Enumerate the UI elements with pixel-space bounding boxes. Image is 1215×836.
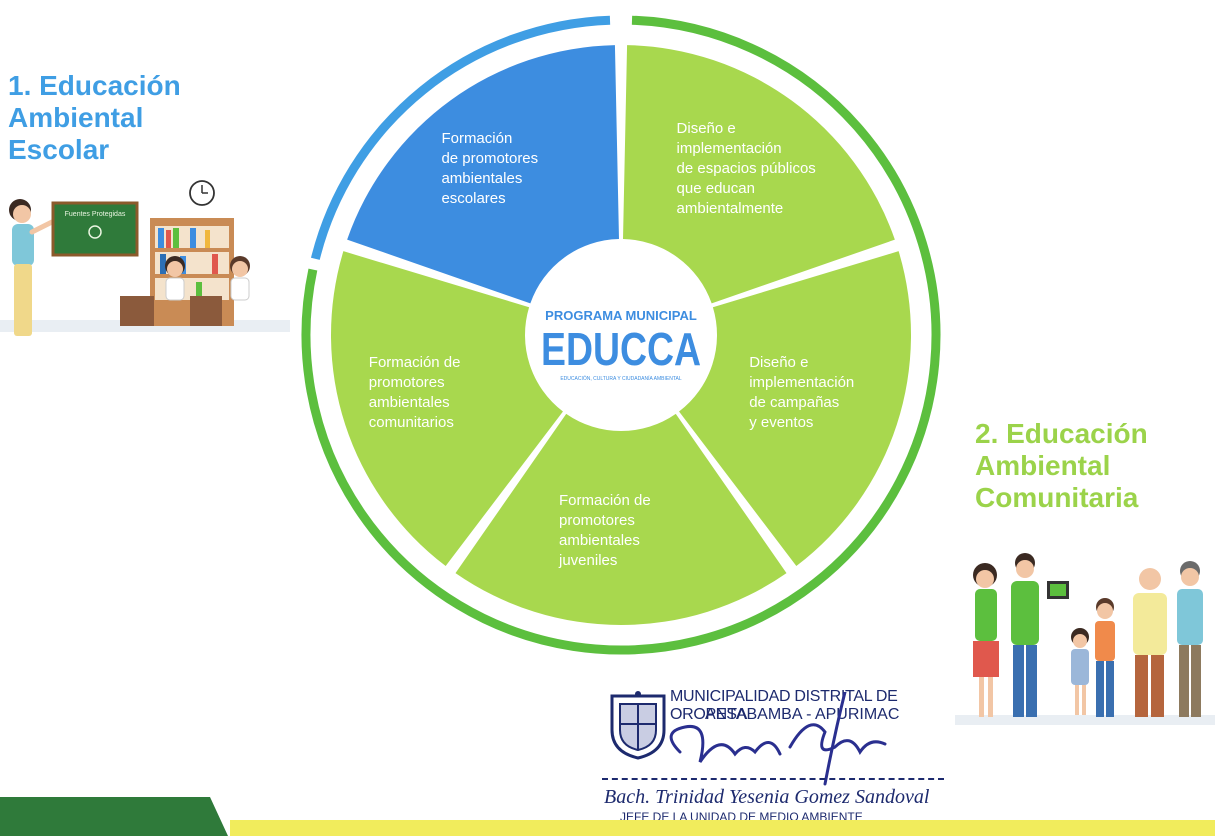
stamp-municipality: MUNICIPALIDAD DISTRITAL DE OROPESA: [670, 688, 898, 723]
heading-line: 1. Educación: [8, 70, 181, 101]
wheel-segment: [455, 413, 787, 626]
center-logo: EDUCCA: [541, 323, 701, 375]
wheel-segment-label-line: ambientales: [559, 532, 640, 549]
signatory-name: Bach. Trinidad Yesenia Gomez Sandoval: [604, 786, 930, 808]
heading-line: 2. Educación: [975, 418, 1148, 449]
classroom-illustration: Fuentes Protegidas: [0, 180, 290, 336]
official-stamp: MUNICIPALIDAD DISTRITAL DE OROPESA ANTAB…: [600, 682, 960, 832]
handwritten-signature: [669, 692, 887, 786]
center-tagline: EDUCACIÓN, CULTURA Y CIUDADANÍA AMBIENTA…: [560, 375, 682, 382]
municipal-seal: [610, 691, 666, 760]
educca-program-wheel: Formación de promotores ambientales escolar…: [301, 15, 941, 655]
heading-line: Ambiental: [8, 102, 144, 133]
wheel-segment: [347, 45, 619, 304]
wheel-segment: [331, 251, 563, 566]
footer-yellow-band: [230, 820, 1215, 836]
wheel-segment-label-line: Formación de: [559, 492, 651, 509]
signature-line: [602, 778, 944, 780]
chalkboard-text: Fuentes Protegidas: [65, 211, 126, 218]
center-subtitle: PROGRAMA MUNICIPAL: [545, 308, 697, 323]
wheel-segment-label-line: de campañas: [749, 394, 839, 411]
footer-green-band: [0, 797, 228, 836]
wheel-segment-label-line: ambientales: [441, 170, 522, 187]
wheel-segment-label-line: de promotores: [441, 150, 538, 167]
wheel-segment-label: Diseño e implementación de campañas y event…: [749, 354, 854, 431]
wheel-segment-label-line: de espacios públicos: [677, 160, 816, 177]
heading-line: Ambiental: [975, 450, 1111, 481]
wheel-segment-label-line: comunitarios: [369, 414, 454, 431]
wheel-segment-label-line: Formación de: [369, 354, 461, 371]
wheel-segment: [623, 45, 895, 304]
community-people-illustration: [955, 553, 1215, 725]
outer-ring-arc: [310, 15, 611, 260]
wheel-segment-label-line: Formación: [441, 130, 512, 147]
wheel-segment-label-line: implementación: [749, 374, 854, 391]
wheel-segment-labels: Formación de promotores ambientales escolar…: [369, 120, 854, 569]
outer-ring: [301, 15, 941, 655]
heading-community-education: 2. Educación Ambiental Comunitaria: [975, 418, 1148, 514]
wheel-segment-label-line: implementación: [677, 140, 782, 157]
stamp-location: ANTABAMBA - APURIMAC: [705, 706, 900, 723]
wheel-segment-label-line: ambientalmente: [677, 200, 784, 217]
outer-ring-arc: [301, 15, 941, 655]
heading-school-education: 1. Educación Ambiental Escolar: [8, 70, 181, 166]
wheel-segment-label-line: juveniles: [558, 552, 617, 569]
heading-line: Comunitaria: [975, 482, 1139, 513]
wheel-segment: [679, 251, 911, 566]
wheel-segment-label-line: Diseño e: [677, 120, 736, 137]
wheel-segment-label: Formación de promotores ambientales escolar…: [441, 130, 538, 207]
wheel-segment-label-line: promotores: [369, 374, 445, 391]
wheel-segment-label-line: que educan: [677, 180, 755, 197]
wheel-segment-label-line: escolares: [441, 190, 505, 207]
wheel-segment-label-line: promotores: [559, 512, 635, 529]
wheel-segment-label: Formación de promotores ambientales comunit…: [369, 354, 461, 431]
heading-line: Escolar: [8, 134, 110, 165]
wheel-segment-label-line: Diseño e: [749, 354, 808, 371]
wheel-segment-label: Diseño e implementación de espacios públic…: [677, 120, 816, 217]
wheel-segment-label-line: y eventos: [749, 414, 813, 431]
wheel-segments: [331, 45, 911, 626]
wheel-segment-label: Formación de promotores ambientales juvenil…: [558, 492, 651, 569]
center-disc: [529, 243, 713, 427]
wheel-segment-label-line: ambientales: [369, 394, 450, 411]
